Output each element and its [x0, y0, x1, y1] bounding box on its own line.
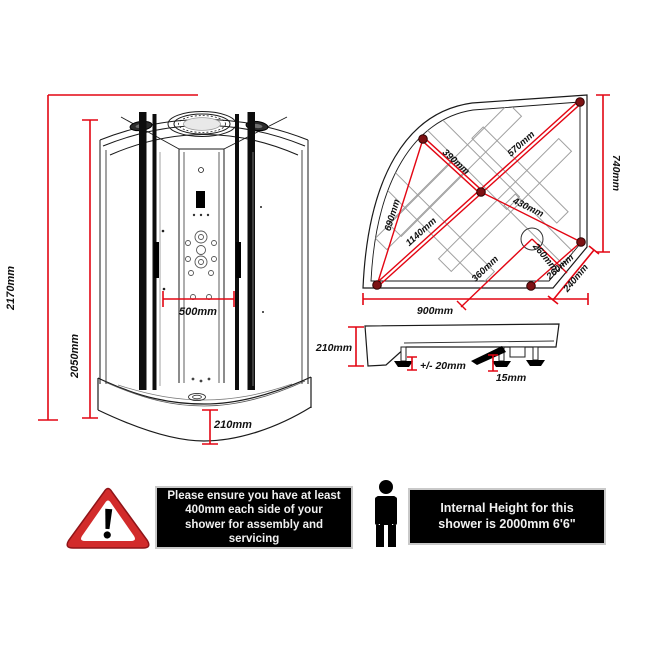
dim-side-tray-height-label: 210mm: [315, 342, 352, 354]
dim-360-label: 360mm: [470, 253, 502, 284]
internal-height-line: shower is 2000mm 6'6": [438, 516, 576, 531]
roof-dome: [167, 111, 237, 137]
control-panel: [196, 191, 205, 208]
internal-height-line: Internal Height for this: [440, 501, 574, 515]
warning-triangle-icon: [66, 487, 150, 549]
dim-390-label: 390mm: [440, 147, 472, 177]
dim-front-tray-height-label: 210mm: [213, 419, 252, 431]
dim-15mm-label: 15mm: [496, 372, 526, 384]
top-view-tray: [362, 94, 610, 311]
front-tray: [97, 376, 312, 442]
front-view-cabin: [97, 111, 312, 442]
dim-cabin-height-label: 2050mm: [69, 334, 81, 379]
dim-leg-adjustment-label: +/- 20mm: [420, 360, 466, 372]
assembly-notice-box: Please ensure you have at least 400mm ea…: [155, 486, 353, 549]
internal-height-notice-box: Internal Height for this shower is 2000m…: [408, 488, 606, 545]
door-handles: [154, 242, 241, 278]
assembly-notice-line: shower for assembly and: [184, 518, 324, 531]
glass-fixings: [161, 206, 264, 313]
dim-900-label: 900mm: [417, 305, 453, 317]
side-view-dimension-lines: [348, 326, 498, 372]
body-jets: [185, 230, 217, 300]
top-view-dimension-lines: [362, 94, 610, 305]
assembly-notice-line: servicing: [228, 533, 280, 545]
waste-trap: [509, 346, 526, 358]
dim-570-label: 570mm: [505, 129, 537, 159]
drain-front: [188, 392, 206, 402]
drain-top: [520, 227, 544, 251]
side-view-tray: [348, 323, 560, 372]
tray-legs: [400, 346, 539, 362]
assembly-notice-line: Please ensure you have at least: [167, 489, 341, 502]
control-column: [178, 149, 225, 383]
dim-740-label: 740mm: [610, 155, 622, 191]
dim-internal-width-label: 500mm: [179, 306, 217, 318]
fixing-node-dots: [372, 97, 586, 291]
person-icon: [375, 480, 397, 547]
front-view-dimensions: [38, 94, 235, 445]
assembly-notice-line: 400mm each side of your: [185, 504, 323, 516]
dim-overall-height-label: 2170mm: [5, 266, 17, 311]
